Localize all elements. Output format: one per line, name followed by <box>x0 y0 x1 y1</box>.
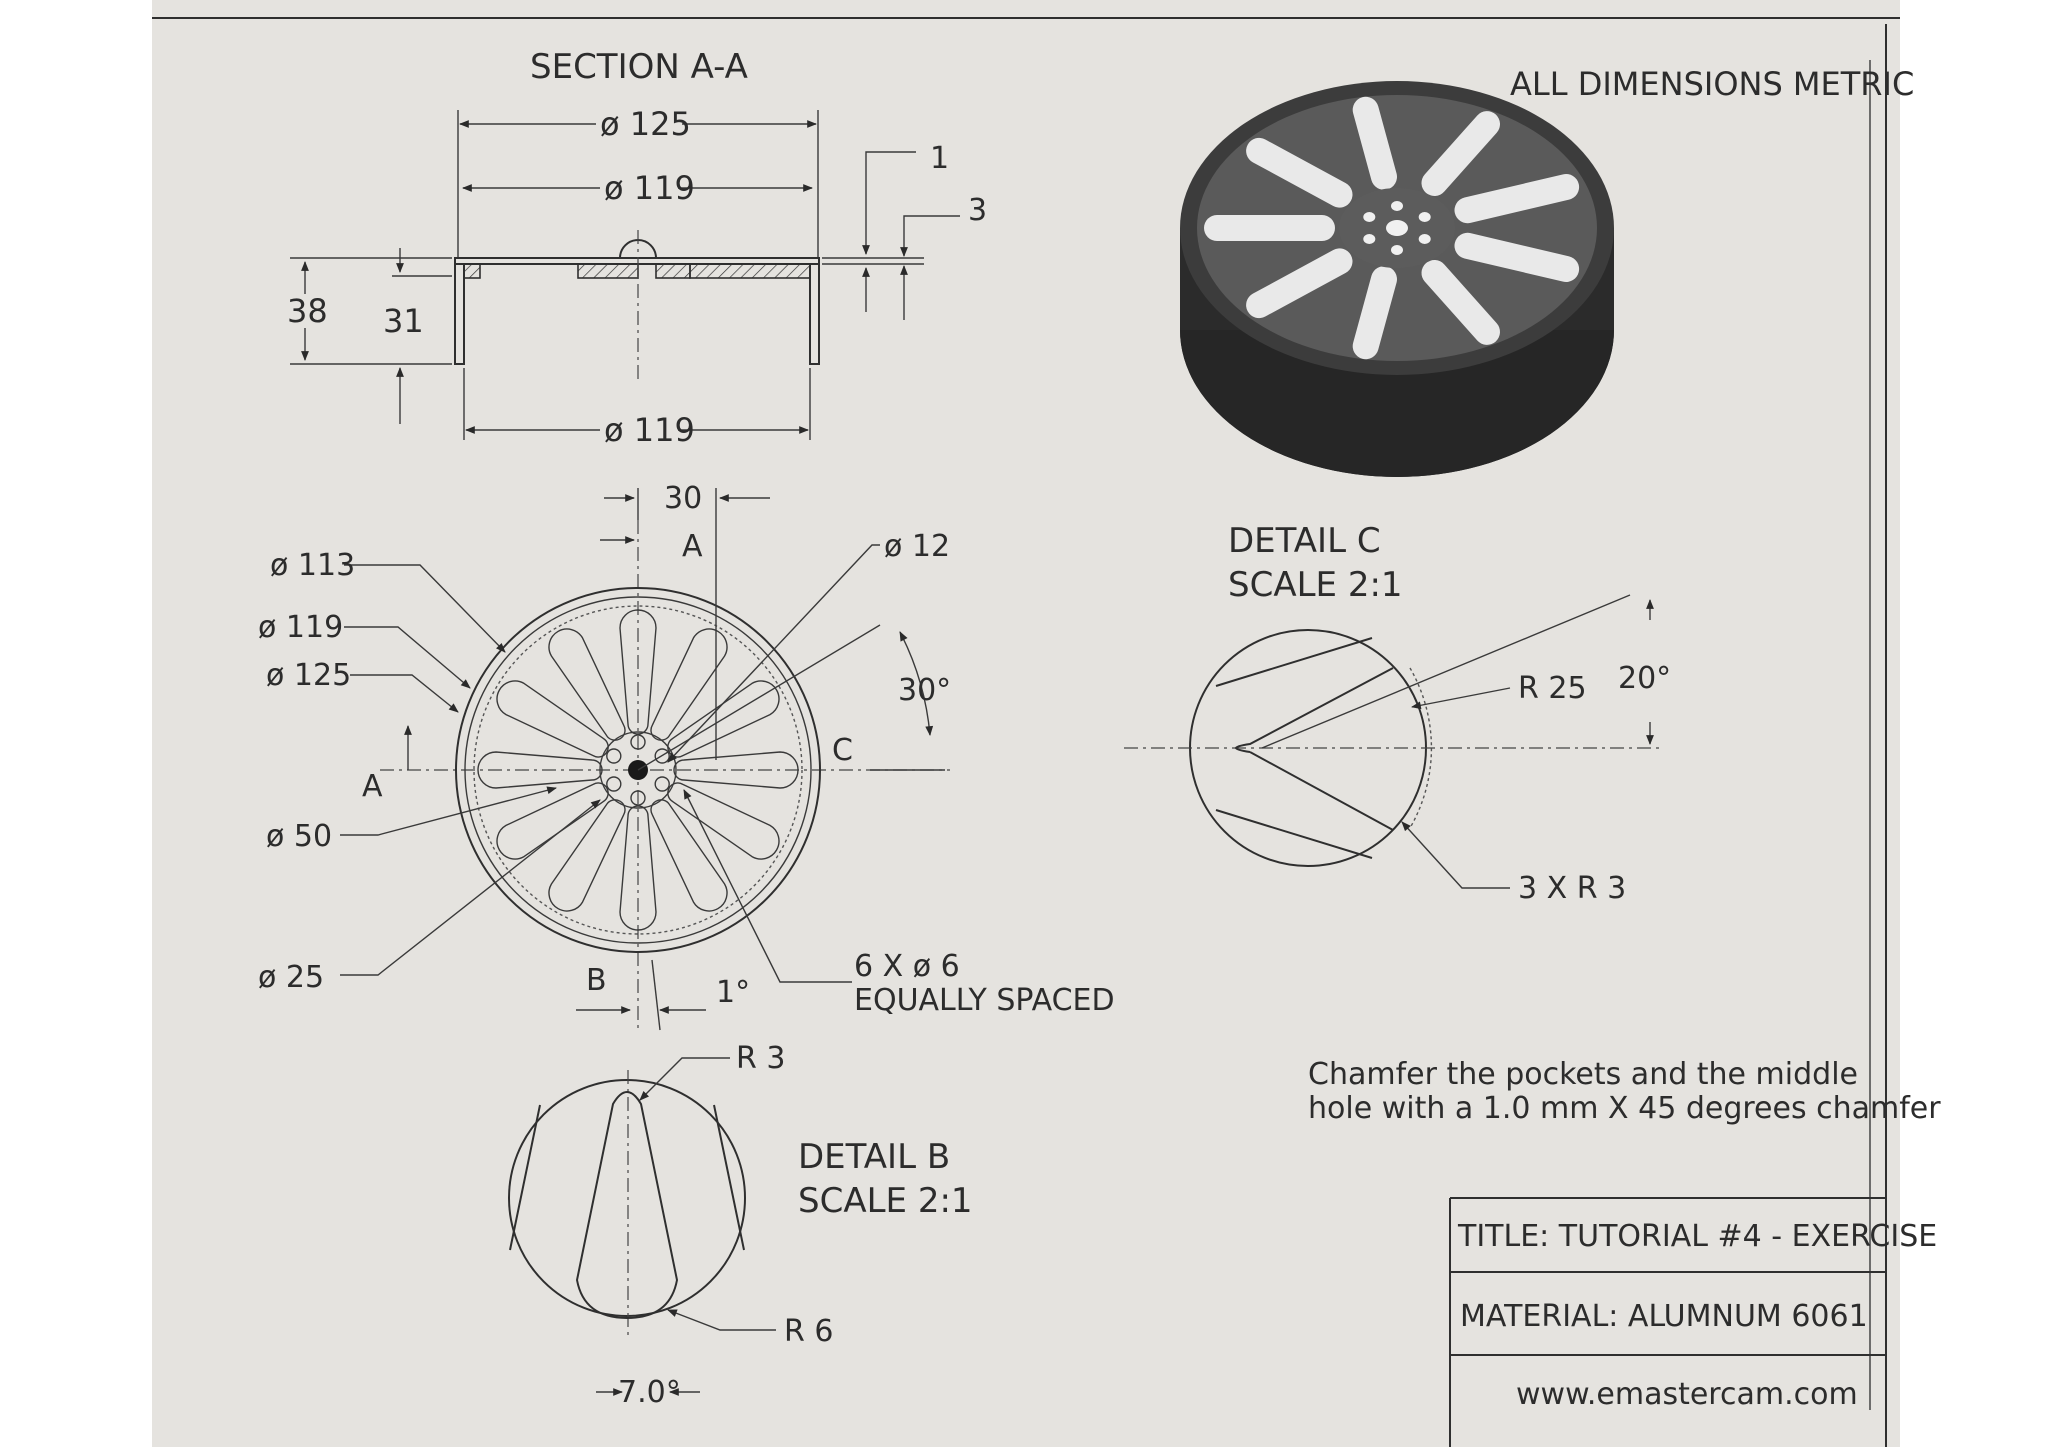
holes-callout-line1: 6 X ø 6 <box>854 949 960 984</box>
pocket-slot <box>673 751 799 789</box>
detail-b-title: DETAIL B <box>798 1137 950 1177</box>
sheet-border <box>152 17 1900 1447</box>
spoke-opening <box>1246 137 1353 208</box>
detail-c-view: DETAIL C SCALE 2:1 R 25 20° 3 X R 3 <box>1124 521 1671 906</box>
dim-height-total: 38 <box>287 292 328 330</box>
spoke-opening <box>1352 266 1397 360</box>
iso-bolt-hole <box>1363 212 1376 222</box>
dim-bottom-diameter: ø 119 <box>604 411 695 449</box>
title-block-website: www.emastercam.com <box>1516 1377 1858 1412</box>
bolt-hole <box>606 748 622 764</box>
dim-outer-diameter: ø 125 <box>600 105 691 143</box>
dim-height-inner: 31 <box>383 302 424 340</box>
iso-bolt-hole <box>1418 234 1431 244</box>
pocket-slot <box>650 799 728 912</box>
pocket-slot <box>477 751 603 789</box>
title-block-title: TITLE: TUTORIAL #4 - EXERCISE <box>1457 1219 1937 1254</box>
dim-diameter-25: ø 25 <box>258 960 324 995</box>
section-title: SECTION A-A <box>530 47 748 87</box>
detail-b-scale: SCALE 2:1 <box>798 1181 973 1221</box>
isometric-wheel-view <box>1180 81 1614 477</box>
front-view-bolt-holes <box>606 734 670 806</box>
section-label-c: C <box>832 733 853 768</box>
bolt-hole <box>606 776 622 792</box>
detail-c-title: DETAIL C <box>1228 521 1381 561</box>
angle-1: 1° <box>716 975 750 1010</box>
spoke-opening <box>1421 260 1500 345</box>
spoke-opening <box>1421 111 1500 196</box>
angle-20-label: 20° <box>1618 661 1671 696</box>
pocket-slot <box>496 782 609 860</box>
chamfer-note-line1: Chamfer the pockets and the middle <box>1308 1057 1858 1092</box>
isometric-bolt-holes <box>1363 201 1431 255</box>
detail-b-view: R 3 R 6 7.0° DETAIL B SCALE 2:1 <box>508 1041 973 1410</box>
units-note: ALL DIMENSIONS METRIC <box>1510 65 1914 103</box>
section-label-a-left: A <box>362 769 383 804</box>
chamfer-note-line2: hole with a 1.0 mm X 45 degrees chamfer <box>1308 1091 1941 1126</box>
isometric-spokes <box>1204 96 1580 360</box>
section-view: SECTION A-A ø 125 ø 119 38 31 <box>284 47 987 449</box>
detail-label-b: B <box>586 963 607 998</box>
pocket-slot <box>619 805 657 931</box>
dim-center-hole: ø 12 <box>884 529 950 564</box>
dim-diameter-119: ø 119 <box>258 610 343 645</box>
dim-7-label: 7.0° <box>618 1375 681 1410</box>
radius-r25-label: R 25 <box>1518 671 1587 706</box>
bolt-hole <box>630 790 646 806</box>
dim-thickness-3: 3 <box>968 193 987 228</box>
dim-30: 30 <box>664 481 702 516</box>
bolt-hole <box>654 776 670 792</box>
front-view: 30 A A ø 12 ø 113 ø 119 ø 125 ø 50 ø 25 … <box>258 481 1115 1031</box>
dim-inner-diameter: ø 119 <box>604 169 695 207</box>
dim-diameter-125: ø 125 <box>266 658 351 693</box>
pocket-slot <box>496 680 609 758</box>
iso-bolt-hole <box>1418 212 1431 222</box>
radius-r6-label: R 6 <box>784 1314 833 1349</box>
radius-r3-label: R 3 <box>736 1041 785 1076</box>
title-block-material: MATERIAL: ALUMNUM 6061 <box>1460 1299 1868 1334</box>
iso-bolt-hole <box>1391 201 1403 211</box>
front-view-pockets <box>477 609 799 931</box>
iso-bolt-hole <box>1391 245 1403 255</box>
spoke-opening <box>1454 232 1580 282</box>
spoke-opening <box>1246 248 1353 319</box>
spoke-opening <box>1352 96 1397 190</box>
pocket-slot <box>548 628 626 741</box>
dim-thickness-1: 1 <box>930 141 949 176</box>
radius-3xr3-label: 3 X R 3 <box>1518 871 1626 906</box>
pocket-slot <box>667 680 780 758</box>
section-label-a-top: A <box>682 529 703 564</box>
iso-bolt-hole <box>1363 234 1376 244</box>
pocket-slot <box>548 799 626 912</box>
pocket-slot <box>650 628 728 741</box>
bolt-hole <box>630 734 646 750</box>
angle-30: 30° <box>898 673 951 708</box>
title-block: TITLE: TUTORIAL #4 - EXERCISE MATERIAL: … <box>1449 1197 1937 1447</box>
holes-callout-line2: EQUALLY SPACED <box>854 983 1115 1018</box>
dim-diameter-113: ø 113 <box>270 548 355 583</box>
dim-diameter-50: ø 50 <box>266 819 332 854</box>
pocket-slot <box>667 782 780 860</box>
spoke-opening <box>1454 174 1580 224</box>
detail-c-scale: SCALE 2:1 <box>1228 565 1403 605</box>
pocket-slot <box>619 609 657 735</box>
